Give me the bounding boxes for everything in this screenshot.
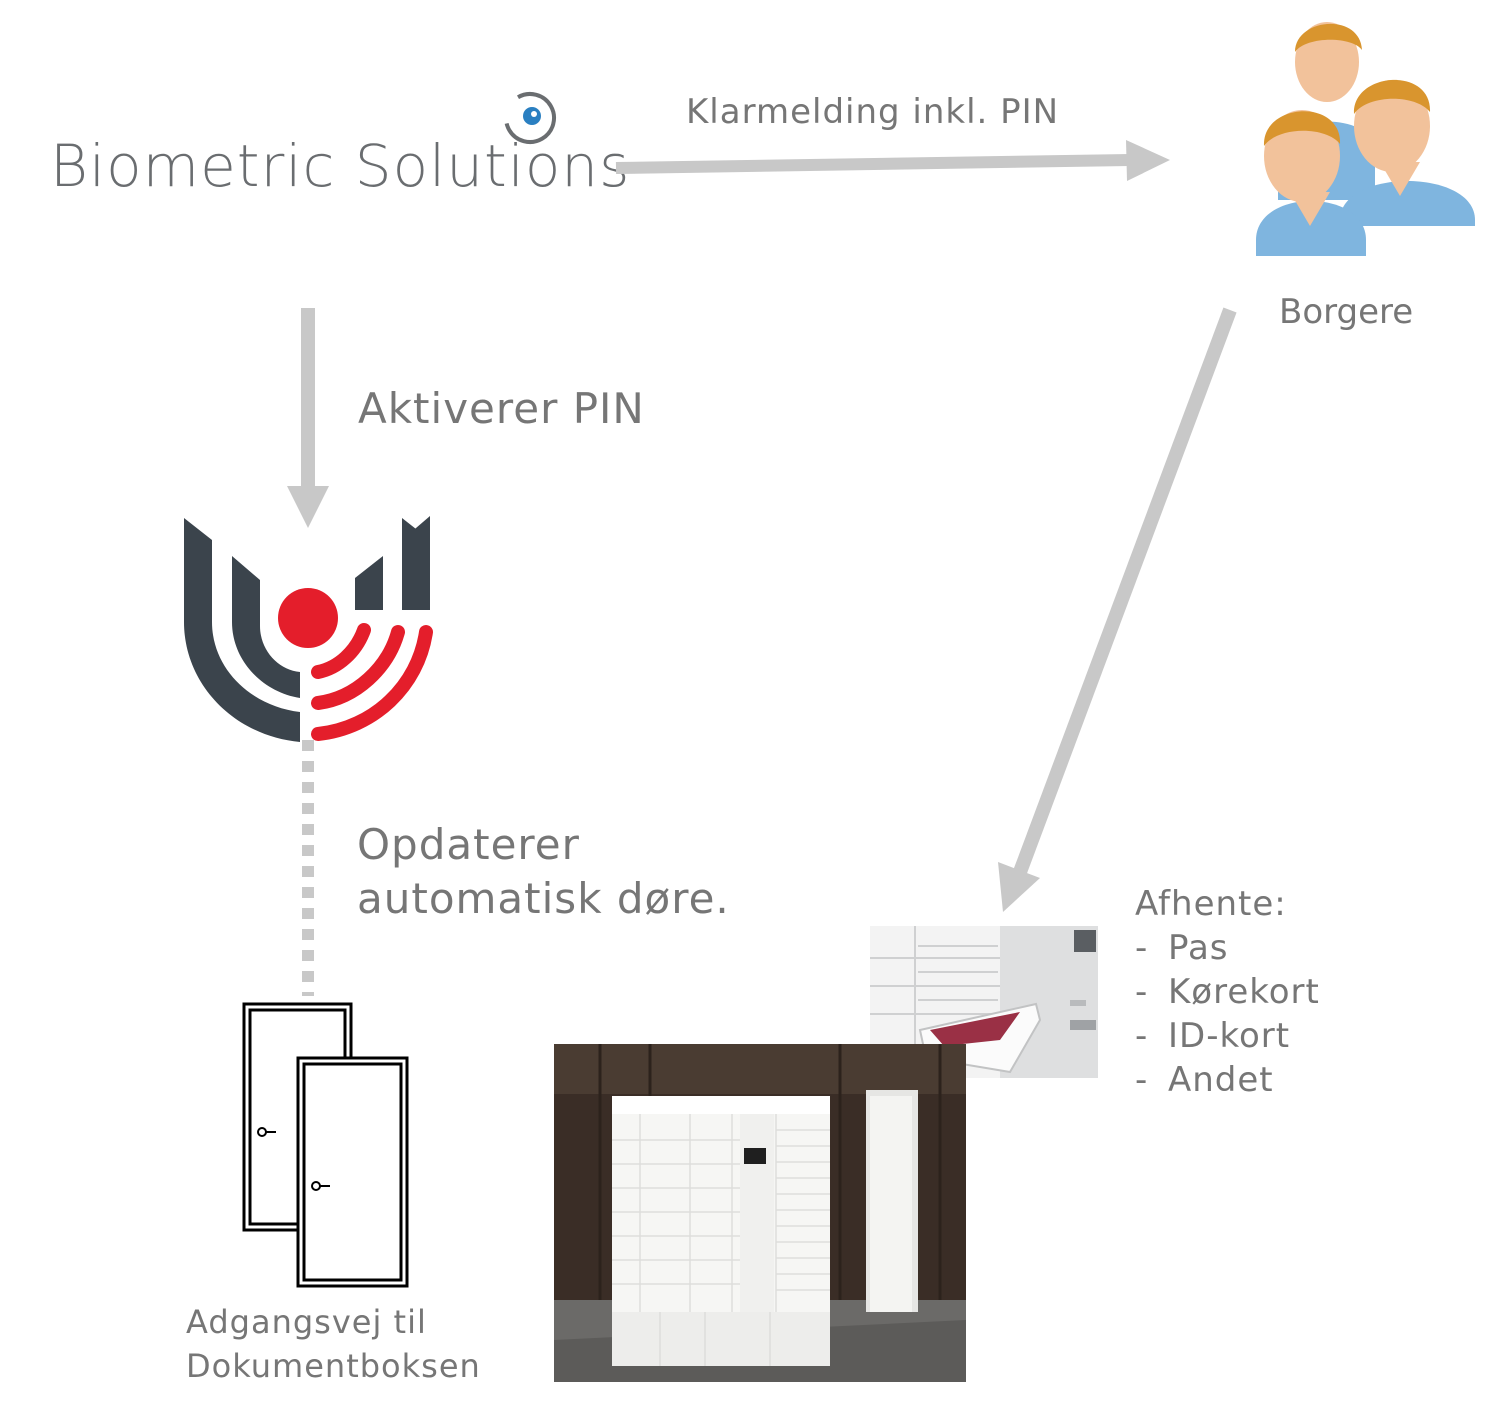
brand-eye-icon [504, 92, 556, 144]
pickup-list: Afhente: -Pas -Kørekort -ID-kort -Andet [1135, 882, 1320, 1102]
pickup-item-label: Andet [1168, 1060, 1274, 1100]
activate-pin-label: Aktiverer PIN [358, 384, 645, 433]
system-logo [184, 516, 433, 742]
access-route-label: Adgangsvej til Dokumentboksen [186, 1300, 481, 1388]
citizens-icon [1256, 22, 1475, 256]
notification-label: Klarmelding inkl. PIN [686, 92, 1060, 132]
pickup-item: -Andet [1135, 1060, 1274, 1100]
pickup-items: -Pas -Kørekort -ID-kort -Andet [1135, 926, 1320, 1102]
access-route-line2: Dokumentboksen [186, 1347, 481, 1385]
arrow-notification [615, 140, 1170, 181]
doors-icon [242, 1002, 409, 1288]
citizens-label: Borgere [1279, 292, 1414, 332]
pickup-item: -Kørekort [1135, 972, 1320, 1012]
access-route-line1: Adgangsvej til [186, 1303, 427, 1341]
pickup-item-label: ID-kort [1168, 1016, 1291, 1056]
pickup-item: -ID-kort [1135, 1016, 1291, 1056]
pickup-item-label: Kørekort [1168, 972, 1320, 1012]
pickup-item-label: Pas [1168, 928, 1229, 968]
pickup-item: -Pas [1135, 928, 1229, 968]
update-doors-label: Opdaterer automatisk døre. [357, 818, 730, 926]
pickup-heading: Afhente: [1135, 884, 1287, 924]
update-doors-line1: Opdaterer [357, 820, 580, 869]
locker-photo [554, 1044, 966, 1382]
arrow-pickup [998, 307, 1237, 912]
update-doors-line2: automatisk døre. [357, 874, 730, 923]
arrow-activate [287, 308, 329, 528]
